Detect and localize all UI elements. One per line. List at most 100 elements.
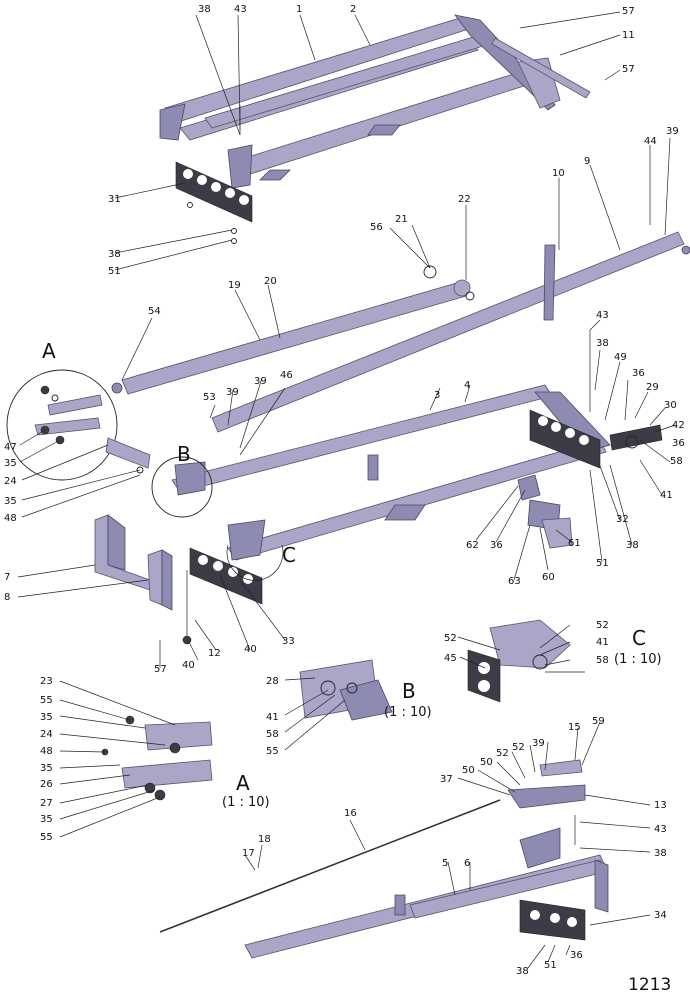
view-c-bracket [467,619,585,703]
callout-label-39: 39 [666,126,679,137]
callout-label-50: 50 [480,757,493,768]
long-tube-9 [211,231,690,433]
callout-label-19: 19 [228,280,241,291]
callout-label-38: 38 [516,966,529,977]
bottom-assembly [244,759,609,959]
callout-label-35: 35 [40,763,53,774]
top-frame-assembly [159,14,591,189]
callout-label-51: 51 [544,960,557,971]
callout-label-42: 42 [672,420,685,431]
callout-label-52: 52 [496,748,509,759]
callout-label-6: 6 [464,858,470,869]
callout-label-55: 55 [40,832,53,843]
callout-label-57: 57 [154,664,167,675]
callout-label-48: 48 [40,746,53,757]
view-b-scale: (1 : 10) [384,705,432,720]
callout-label-60: 60 [542,572,555,583]
detail-circle-b [151,456,213,518]
callout-label-39: 39 [532,738,545,749]
callout-label-57: 57 [622,6,635,17]
callout-label-20: 20 [264,276,277,287]
callout-label-58: 58 [266,729,279,740]
callout-label-26: 26 [40,779,53,790]
callout-label-38: 38 [596,338,609,349]
callout-label-41: 41 [266,712,279,723]
callout-label-23: 23 [40,676,53,687]
view-a-assembly [101,715,213,801]
callout-label-31: 31 [108,194,121,205]
callout-label-11: 11 [622,30,635,41]
callout-label-35: 35 [40,814,53,825]
callout-label-59: 59 [592,716,605,727]
callout-label-50: 50 [462,765,475,776]
callout-label-55: 55 [40,695,53,706]
callout-label-38: 38 [626,540,639,551]
u-brackets-7-8 [94,514,192,645]
view-a-letter: A [236,771,250,795]
callout-label-43: 43 [596,310,609,321]
leader-lines [17,11,676,969]
detail-circle-a [6,369,118,481]
callout-label-24: 24 [4,476,17,487]
callout-label-8: 8 [4,592,10,603]
callout-label-28: 28 [266,676,279,687]
callout-label-5: 5 [442,858,448,869]
callout-label-17: 17 [242,848,255,859]
callout-label-13: 13 [654,800,667,811]
callout-label-48: 48 [4,513,17,524]
callout-label-51: 51 [596,558,609,569]
callout-label-47: 47 [4,442,17,453]
view-c-scale: (1 : 10) [614,652,662,667]
callout-label-24: 24 [40,729,53,740]
callout-label-30: 30 [664,400,677,411]
callout-label-61: 61 [568,538,581,549]
part-24-detail [105,437,151,474]
view-c-letter: C [632,626,646,650]
callout-label-36: 36 [672,438,685,449]
bracket-plate-33 [189,547,263,605]
callout-label-34: 34 [654,910,667,921]
callout-label-43: 43 [654,824,667,835]
detail-letter-c: C [282,543,296,567]
callout-label-9: 9 [584,156,590,167]
callout-label-21: 21 [395,214,408,225]
callout-label-53: 53 [203,392,216,403]
view-b-letter: B [402,679,416,703]
callout-label-35: 35 [4,496,17,507]
callout-label-45: 45 [444,653,457,664]
callout-label-38: 38 [198,4,211,15]
callout-label-38: 38 [108,249,121,260]
callout-label-43: 43 [234,4,247,15]
callout-label-15: 15 [568,722,581,733]
detail-letter-b: B [177,442,191,466]
callout-label-18: 18 [258,834,271,845]
view-a-scale: (1 : 10) [222,795,270,810]
detail-circle-c [226,544,284,581]
callout-label-57: 57 [622,64,635,75]
page-number: 1213 [628,975,671,995]
callout-label-52: 52 [512,742,525,753]
callout-label-44: 44 [644,136,657,147]
tube-19-20 [111,265,475,395]
callout-label-46: 46 [280,370,293,381]
callout-label-32: 32 [616,514,629,525]
callout-label-52: 52 [596,620,609,631]
callout-label-1: 1 [296,4,302,15]
callout-label-38: 38 [654,848,667,859]
callout-label-29: 29 [646,382,659,393]
callout-label-49: 49 [614,352,627,363]
callout-label-27: 27 [40,798,53,809]
rod-16 [159,799,501,933]
callout-label-35: 35 [4,458,17,469]
callout-label-16: 16 [344,808,357,819]
callout-label-36: 36 [490,540,503,551]
callout-label-10: 10 [552,168,565,179]
callout-label-62: 62 [466,540,479,551]
callout-label-51: 51 [108,266,121,277]
callout-label-12: 12 [208,648,221,659]
callout-label-3: 3 [434,390,440,401]
callout-label-58: 58 [596,655,609,666]
callout-label-33: 33 [282,636,295,647]
